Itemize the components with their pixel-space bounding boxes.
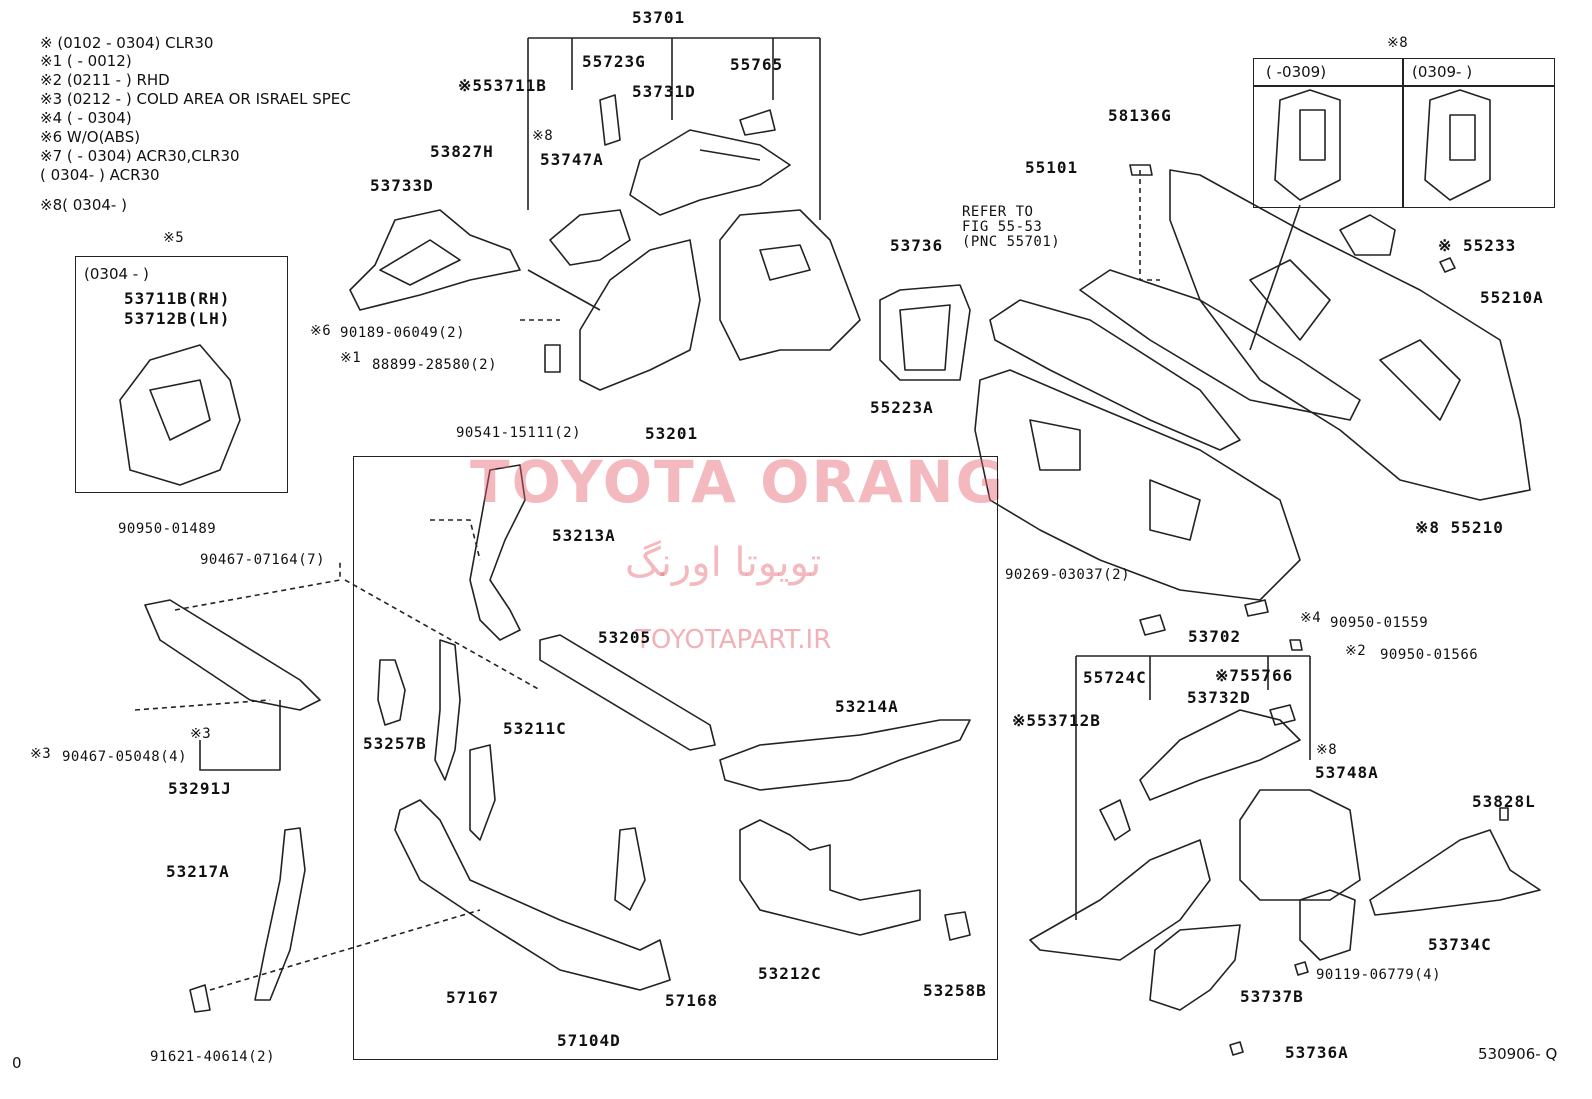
inset5-range: (0304 - ) xyxy=(84,265,149,283)
part-label[interactable]: 90950-01559 xyxy=(1330,615,1429,631)
part-53733d xyxy=(349,209,521,311)
part-label[interactable]: 53747A xyxy=(540,150,604,169)
figure-code: 530906- Q xyxy=(1478,1045,1558,1063)
inset8-box: ( -0309) (0309- ) xyxy=(1253,58,1555,208)
part-label[interactable]: 53748A xyxy=(1315,763,1379,782)
part-label[interactable]: 53732D xyxy=(1187,688,1251,707)
refer-note: FIG 55-53 xyxy=(962,219,1043,235)
part-label[interactable]: ※553712B xyxy=(1012,711,1101,730)
part-label[interactable]: 53205 xyxy=(598,628,652,647)
note-line: ※1 ( - 0012) xyxy=(40,52,132,70)
page-marker: 0 xyxy=(12,1054,22,1072)
part-mark: ※4 xyxy=(1300,610,1322,626)
part-label[interactable]: 53736A xyxy=(1285,1043,1349,1062)
part-label[interactable]: 90189-06049(2) xyxy=(340,325,466,341)
part-label[interactable]: 53212C xyxy=(758,964,822,983)
inset8-mark: ※8 xyxy=(1387,35,1409,51)
note-line: ※8( 0304- ) xyxy=(40,196,127,214)
part-label[interactable]: 90467-05048(4) xyxy=(62,749,188,765)
part-label[interactable]: 53291J xyxy=(168,779,232,798)
part-mark: ※2 xyxy=(1345,643,1367,659)
part-mark: ※3 xyxy=(30,746,52,762)
part-label[interactable]: 91621-40614(2) xyxy=(150,1049,276,1065)
refer-note: REFER TO xyxy=(962,204,1034,220)
part-label[interactable]: 90950-01566 xyxy=(1380,647,1479,663)
note-line: ( 0304- ) ACR30 xyxy=(40,166,160,184)
part-label[interactable]: 55101 xyxy=(1025,158,1079,177)
group-53201-box xyxy=(353,456,998,1060)
part-label[interactable]: 53737B xyxy=(1240,987,1304,1006)
part-label[interactable]: 55210A xyxy=(1480,288,1544,307)
part-label[interactable]: 53217A xyxy=(166,862,230,881)
part-label[interactable]: 55723G xyxy=(582,52,646,71)
part-label[interactable]: 53733D xyxy=(370,176,434,195)
note-line: ※ (0102 - 0304) CLR30 xyxy=(40,34,214,52)
part-label[interactable]: 53701 xyxy=(632,8,686,27)
part-mark: ※8 xyxy=(532,128,554,144)
part-label[interactable]: 53258B xyxy=(923,981,987,1000)
part-label[interactable]: 55765 xyxy=(730,55,784,74)
part-label[interactable]: ※ 55233 xyxy=(1438,236,1517,255)
part-label[interactable]: 53827H xyxy=(430,142,494,161)
watermark-site: TOYOTAPART.IR xyxy=(635,625,832,655)
note-line: ※3 (0212 - ) COLD AREA OR ISRAEL SPEC xyxy=(40,90,351,108)
part-label[interactable]: 53736 xyxy=(890,236,944,255)
part-label[interactable]: 53828L xyxy=(1472,792,1536,811)
part-label[interactable]: 53734C xyxy=(1428,935,1492,954)
inset8-left-range: ( -0309) xyxy=(1266,63,1327,81)
part-label[interactable]: 53712B(LH) xyxy=(124,309,231,328)
part-mark: ※3 xyxy=(190,726,212,742)
part-label[interactable]: 53211C xyxy=(503,719,567,738)
part-mark: ※6 xyxy=(310,323,332,339)
note-line: ※4 ( - 0304) xyxy=(40,109,132,127)
part-label[interactable]: 57168 xyxy=(665,991,719,1010)
refer-note: (PNC 55701) xyxy=(962,234,1061,250)
part-label[interactable]: 57104D xyxy=(557,1031,621,1050)
note-line: ※6 W/O(ABS) xyxy=(40,128,141,146)
part-label[interactable]: 53257B xyxy=(363,734,427,753)
part-label[interactable]: 53731D xyxy=(632,82,696,101)
part-label[interactable]: ※8 55210 xyxy=(1415,518,1504,537)
part-label[interactable]: 90467-07164(7) xyxy=(200,552,326,568)
note-line: ※2 (0211 - ) RHD xyxy=(40,71,170,89)
part-label[interactable]: 53214A xyxy=(835,697,899,716)
part-label[interactable]: 90950-01489 xyxy=(118,521,217,537)
inset5-mark: ※5 xyxy=(163,230,185,246)
note-line: ※7 ( - 0304) ACR30,CLR30 xyxy=(40,147,240,165)
part-mark: ※8 xyxy=(1316,742,1338,758)
part-label[interactable]: 55724C xyxy=(1083,668,1147,687)
part-label[interactable]: ※553711B xyxy=(458,76,547,95)
part-label[interactable]: 57167 xyxy=(446,988,500,1007)
part-label[interactable]: 58136G xyxy=(1108,106,1172,125)
part-label[interactable]: 90541-15111(2) xyxy=(456,425,582,441)
part-label[interactable]: 55223A xyxy=(870,398,934,417)
part-label[interactable]: 90119-06779(4) xyxy=(1316,967,1442,983)
part-label[interactable]: 90269-03037(2) xyxy=(1005,567,1131,583)
inset5-box: (0304 - ) 53711B(RH) 53712B(LH) xyxy=(75,256,288,493)
part-label[interactable]: 53702 xyxy=(1188,627,1242,646)
part-label[interactable]: 53213A xyxy=(552,526,616,545)
watermark-brand: TOYOTA ORANG xyxy=(470,448,1006,516)
inset8-right-range: (0309- ) xyxy=(1412,63,1473,81)
part-label[interactable]: 88899-28580(2) xyxy=(372,357,498,373)
watermark-farsi: تویوتا اورنگ xyxy=(625,540,822,586)
part-label[interactable]: 53711B(RH) xyxy=(124,289,231,308)
part-label[interactable]: ※755766 xyxy=(1215,666,1294,685)
part-label[interactable]: 53201 xyxy=(645,424,699,443)
part-mark: ※1 xyxy=(340,350,362,366)
